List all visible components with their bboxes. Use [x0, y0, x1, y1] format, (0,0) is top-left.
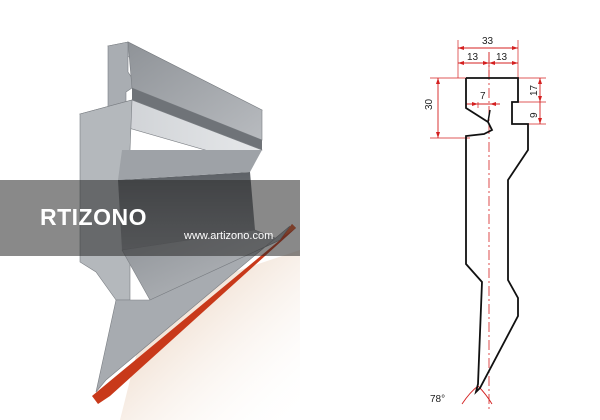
watermark-url: www.artizono.com [184, 230, 274, 242]
dim-right-step-height: 9 [529, 112, 540, 118]
technical-drawing [430, 40, 546, 412]
watermark-band [0, 180, 300, 256]
dim-tip-angle: 78° [430, 394, 445, 405]
watermark-logo-text: RTIZONO [40, 204, 147, 230]
dim-overall-width: 33 [482, 36, 494, 47]
dim-right-half-width: 13 [496, 52, 508, 63]
dim-tang-neck: 7 [480, 91, 486, 102]
dim-left-half-width: 13 [467, 52, 479, 63]
tool-shadow [120, 250, 300, 420]
dim-tang-height: 30 [424, 98, 435, 110]
dim-right-top-height: 17 [529, 84, 540, 96]
